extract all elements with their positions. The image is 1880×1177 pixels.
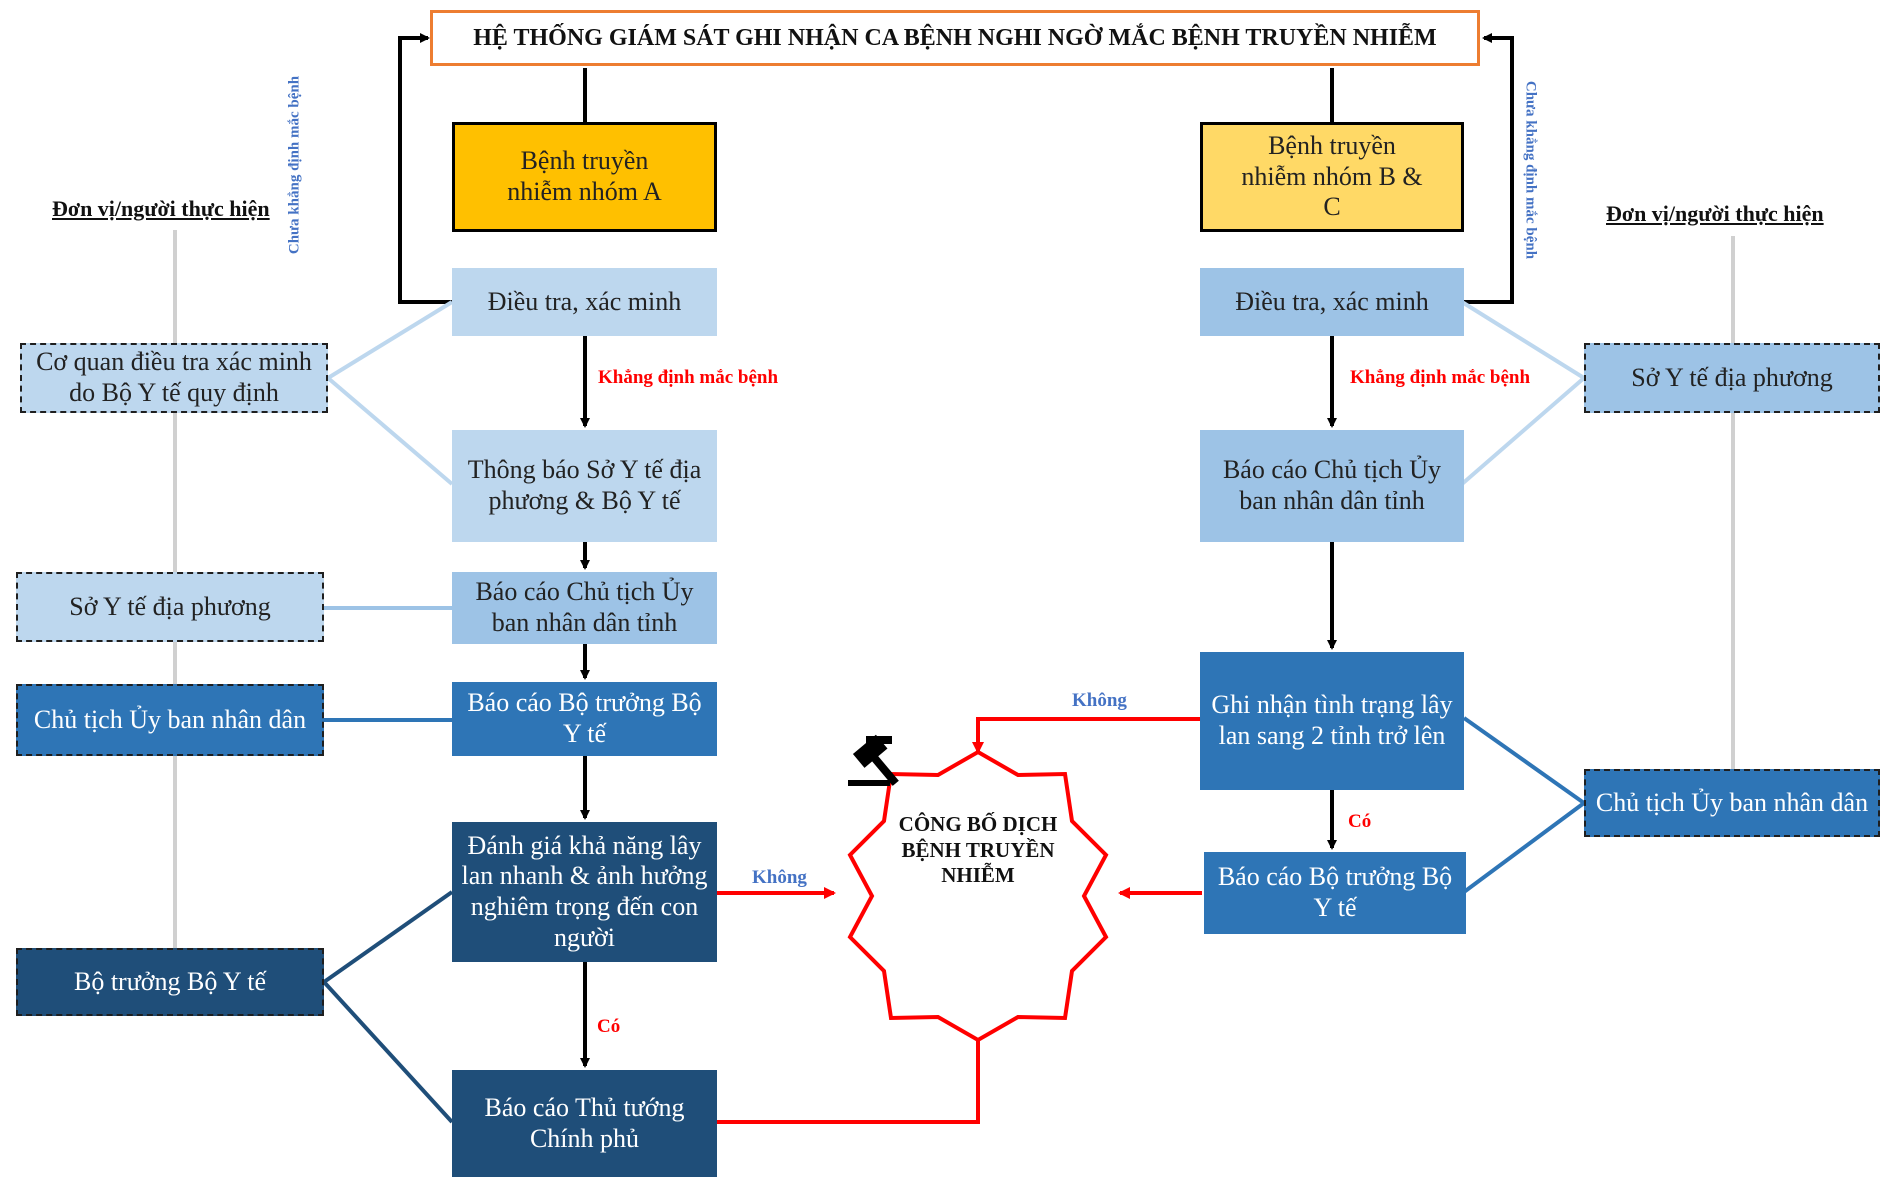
right-report-chair-box: Báo cáo Chủ tịch Ủy ban nhân dân tỉnh <box>1200 430 1464 542</box>
no-label-left: Không <box>752 867 807 888</box>
page-title: HỆ THỐNG GIÁM SÁT GHI NHẬN CA BỆNH NGHI … <box>430 10 1480 66</box>
actor-minister: Bộ trưởng Bộ Y tế <box>16 948 324 1016</box>
confirmed-label-right: Khẳng định mắc bệnh <box>1350 367 1531 388</box>
left-notify-box: Thông báo Sở Y tế địa phương & Bộ Y tế <box>452 430 717 542</box>
not-confirmed-label-right: Chưa khẳng định mắc bệnh <box>1522 80 1539 260</box>
announcement-text: CÔNG BỐ DỊCH BỆNH TRUYỀN NHIỄM <box>898 812 1058 888</box>
group-bc-box: Bệnh truyền nhiễm nhóm B & C <box>1200 122 1464 232</box>
actor-investigator: Cơ quan điều tra xác minh do Bộ Y tế quy… <box>20 343 328 413</box>
right-feedback-arrow <box>1462 33 1514 304</box>
confirmed-label-left: Khẳng định mắc bệnh <box>598 367 779 388</box>
gavel-icon <box>848 734 899 786</box>
spread-box: Ghi nhận tình trạng lây lan sang 2 tỉnh … <box>1200 652 1464 790</box>
yes-label-right: Có <box>1348 811 1372 832</box>
no-label-right: Không <box>1072 690 1127 711</box>
not-confirmed-label-left: Chưa khẳng định mắc bệnh <box>286 75 303 255</box>
right-report-minister-box: Báo cáo Bộ trưởng Bộ Y tế <box>1204 852 1466 934</box>
group-a-box: Bệnh truyền nhiễm nhóm A <box>452 122 717 232</box>
right-investigate-box: Điều tra, xác minh <box>1200 268 1464 336</box>
actor-local-health-left: Sở Y tế địa phương <box>16 572 324 642</box>
right-actors-header: Đơn vị/người thực hiện <box>1606 201 1824 226</box>
yes-label-left: Có <box>597 1016 621 1037</box>
evaluate-box: Đánh giá khả năng lây lan nhanh & ảnh hư… <box>452 822 717 962</box>
left-feedback-arrow <box>398 33 452 304</box>
no-arrow-top <box>972 717 1200 754</box>
left-investigate-box: Điều tra, xác minh <box>452 268 717 336</box>
actor-chairman-right: Chủ tịch Ủy ban nhân dân <box>1584 769 1880 837</box>
report-pm-box: Báo cáo Thủ tướng Chính phủ <box>452 1070 717 1177</box>
left-actors-header: Đơn vị/người thực hiện <box>52 196 270 221</box>
left-report-minister-box: Báo cáo Bộ trưởng Bộ Y tế <box>452 682 717 756</box>
left-report-chair-box: Báo cáo Chủ tịch Ủy ban nhân dân tỉnh <box>452 572 717 644</box>
actor-chairman-left: Chủ tịch Ủy ban nhân dân <box>16 684 324 756</box>
actor-local-health-right: Sở Y tế địa phương <box>1584 343 1880 413</box>
announcement-star <box>847 749 1109 1043</box>
